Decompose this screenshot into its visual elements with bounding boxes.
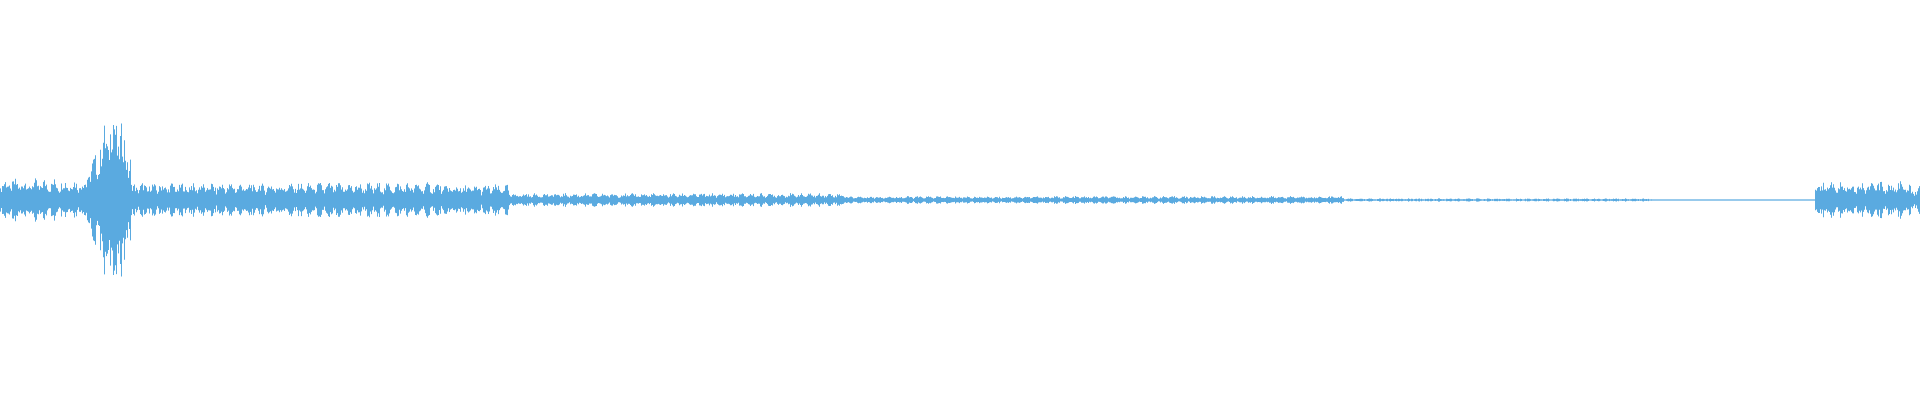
waveform-trace [0, 123, 1920, 277]
